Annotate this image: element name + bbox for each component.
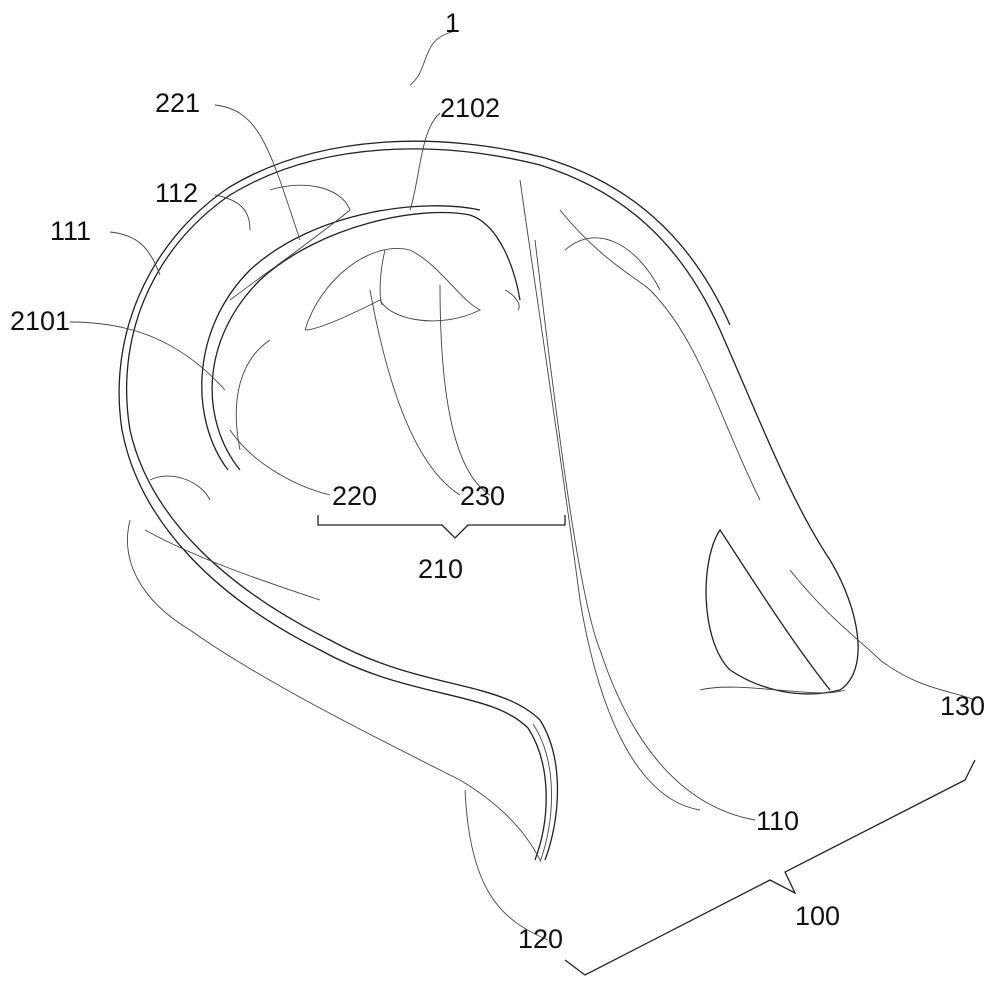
label-111: 111 bbox=[50, 216, 91, 246]
leader-lines bbox=[69, 31, 976, 976]
label-210: 210 bbox=[418, 554, 463, 584]
label-230: 230 bbox=[460, 481, 505, 511]
label-221: 221 bbox=[155, 88, 200, 118]
label-2102: 2102 bbox=[440, 93, 500, 123]
label-130: 130 bbox=[940, 691, 985, 721]
label-1: 1 bbox=[445, 8, 460, 38]
label-100: 100 bbox=[795, 901, 840, 931]
label-110: 110 bbox=[756, 806, 799, 836]
massage-head bbox=[201, 184, 521, 471]
label-2101: 2101 bbox=[10, 306, 70, 336]
label-120: 120 bbox=[518, 924, 563, 954]
label-112: 112 bbox=[155, 178, 198, 208]
label-220: 220 bbox=[332, 481, 377, 511]
neck-band-body bbox=[118, 140, 859, 863]
